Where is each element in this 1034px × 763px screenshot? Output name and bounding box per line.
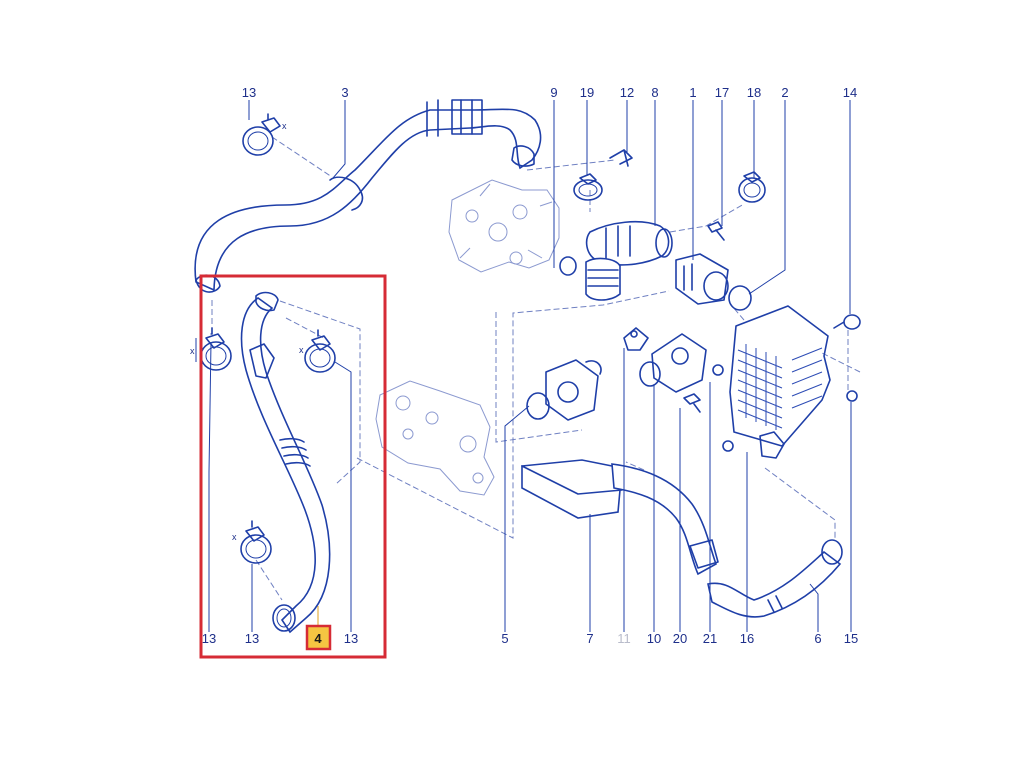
callout-18[interactable]: 18 — [747, 85, 761, 100]
intercooler[interactable] — [729, 305, 831, 459]
selected-callout-marker[interactable] — [305, 624, 332, 651]
callout-11-disabled: 11 — [617, 631, 631, 646]
nut-21[interactable] — [712, 364, 724, 376]
clamp-19[interactable] — [573, 173, 603, 201]
callout-2[interactable]: 2 — [781, 85, 788, 100]
callout-15[interactable]: 15 — [844, 631, 858, 646]
callout-12[interactable]: 12 — [620, 85, 634, 100]
callout-7[interactable]: 7 — [586, 631, 593, 646]
clamp-size-mark: x — [190, 346, 195, 356]
callout-6[interactable]: 6 — [814, 631, 821, 646]
throttle-body-5[interactable] — [526, 359, 602, 421]
airflow-sensor-1[interactable] — [675, 253, 729, 305]
leader-lines — [208, 100, 852, 632]
callout-13[interactable]: 13 — [202, 631, 216, 646]
clamp-size-mark: x — [232, 532, 237, 542]
callout-4-selected[interactable]: 4 — [314, 631, 322, 646]
bracket-11[interactable] — [623, 327, 649, 351]
turbo-housing-ghost — [448, 179, 560, 273]
intake-pipe-8[interactable] — [585, 220, 673, 301]
callout-5[interactable]: 5 — [501, 631, 508, 646]
housing-10[interactable] — [639, 333, 707, 393]
bolt-20[interactable] — [683, 393, 701, 413]
intake-hose-3[interactable] — [194, 99, 542, 293]
assembly-guide-lines — [210, 136, 861, 601]
callout-21[interactable]: 21 — [703, 631, 717, 646]
seal-9[interactable] — [559, 256, 577, 276]
pin-12[interactable] — [609, 149, 633, 167]
bottom-callouts: 13 13 4 13 5 7 11 10 20 21 16 6 15 — [202, 624, 858, 651]
clamp-13-bottom[interactable]: x — [232, 520, 272, 564]
selection-highlight-box — [199, 274, 387, 659]
air-duct-7[interactable] — [521, 459, 719, 576]
nut-16[interactable] — [722, 440, 734, 452]
clamp-18[interactable] — [738, 171, 766, 203]
bolt-14[interactable] — [833, 314, 861, 330]
callout-16[interactable]: 16 — [740, 631, 754, 646]
callout-17[interactable]: 17 — [715, 85, 729, 100]
callout-9[interactable]: 9 — [550, 85, 557, 100]
callout-19[interactable]: 19 — [580, 85, 594, 100]
charge-air-hose-4[interactable] — [240, 291, 331, 634]
top-callouts: 13 3 9 19 12 8 1 17 18 2 14 — [242, 85, 857, 100]
callout-13[interactable]: 13 — [242, 85, 256, 100]
callout-1[interactable]: 1 — [689, 85, 696, 100]
clamp-size-mark: x — [282, 121, 287, 131]
callout-13[interactable]: 13 — [245, 631, 259, 646]
callout-14[interactable]: 14 — [843, 85, 857, 100]
engine-block-ghost — [375, 380, 495, 496]
nut-15[interactable] — [846, 390, 858, 402]
callout-13[interactable]: 13 — [344, 631, 358, 646]
outlet-hose-6[interactable] — [707, 539, 843, 618]
callout-10[interactable]: 10 — [647, 631, 661, 646]
clamp-13-top[interactable]: x — [242, 113, 287, 156]
o-ring-2[interactable] — [728, 285, 752, 311]
clamp-13-right[interactable]: x — [299, 329, 336, 373]
clamp-size-mark: x — [299, 345, 304, 355]
callout-3[interactable]: 3 — [341, 85, 348, 100]
bolt-17[interactable] — [707, 221, 725, 241]
callout-8[interactable]: 8 — [651, 85, 658, 100]
callout-20[interactable]: 20 — [673, 631, 687, 646]
